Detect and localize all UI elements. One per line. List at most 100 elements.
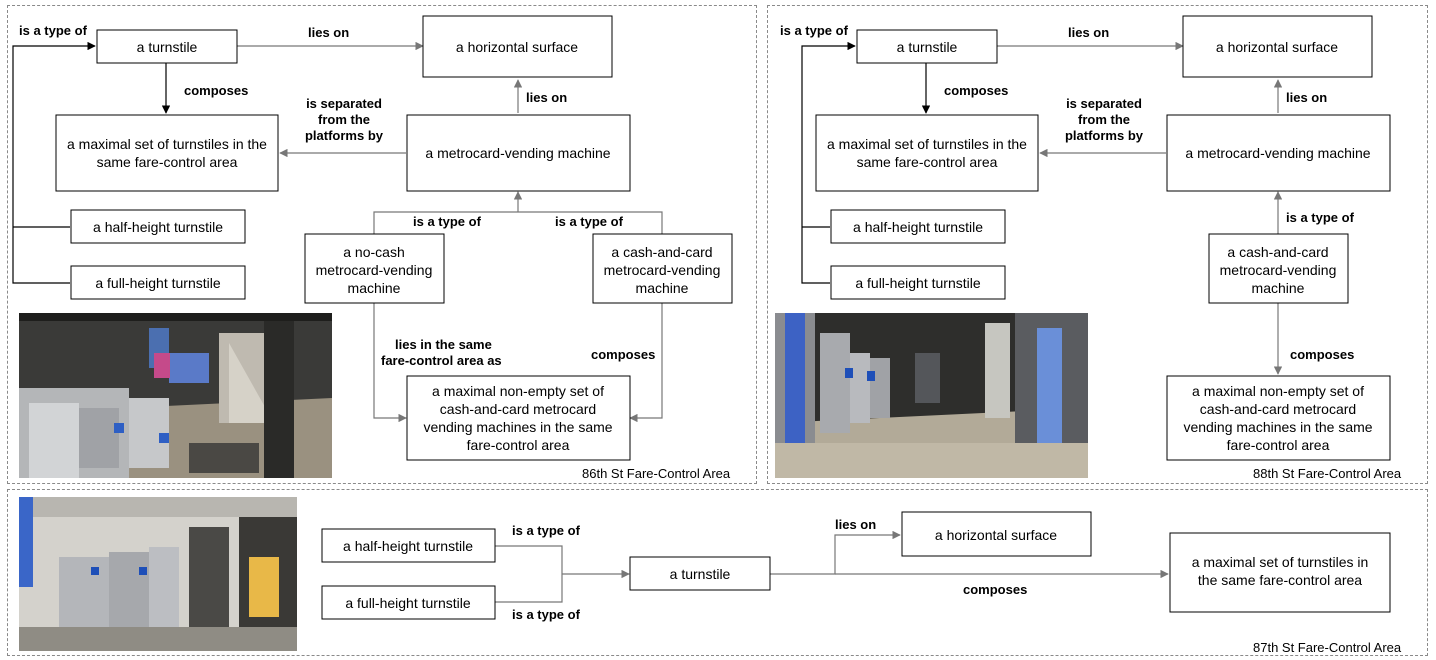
edge-86-full-link [12,227,70,284]
node-86-nonempty-l1: a maximal non-empty set of [432,383,604,399]
label-86-composes-2: composes [591,347,655,362]
label-86-separated: is separated from the platforms by [305,96,384,143]
label-87-type-of-b: is a type of [512,607,581,622]
label-86-same-area-l1: lies in the same [395,337,492,352]
node-88-half-height-text: a half-height turnstile [853,219,983,235]
label-86-is-a-type-of: is a type of [19,23,88,38]
node-88-cash-card-l1: a cash-and-card [1227,244,1328,260]
node-86-nonempty-l3: vending machines in the same [423,419,612,435]
graph-86th: lies on composes is a type of lies on is… [12,15,733,461]
label-88-separated-l2: from the [1078,112,1130,127]
photo-87th-art [19,497,297,651]
node-86-cash-card-machine: a cash-and-card metrocard-vending machin… [592,233,733,304]
edge-86-half-type-of [12,41,96,227]
node-87-full-height: a full-height turnstile [321,585,496,620]
label-86-lies-on-2: lies on [526,90,567,105]
node-88-maximal-set-turnstiles: a maximal set of turnstiles in the same … [815,114,1039,192]
label-86-separated-l1: is separated [306,96,382,111]
label-88-composes-2: composes [1290,347,1354,362]
node-88-horizontal-surface: a horizontal surface [1182,15,1373,78]
node-88-full-height-text: a full-height turnstile [855,275,981,291]
label-87-lies-on: lies on [835,517,876,532]
node-88-maximal-set-l1: a maximal set of turnstiles in the [827,136,1027,152]
node-87-maximal-set-turnstiles: a maximal set of turnstiles in the same … [1169,532,1391,613]
node-88-nonempty-l3: vending machines in the same [1183,419,1372,435]
label-86-same-area-l2: fare-control area as [381,353,502,368]
label-88-lies-on-1: lies on [1068,25,1109,40]
node-87-half-height: a half-height turnstile [321,528,496,563]
node-86-nonempty-l2: cash-and-card metrocard [440,401,596,417]
node-87-turnstile-text: a turnstile [670,566,731,582]
node-86-turnstile: a turnstile [96,29,238,64]
node-88-cash-card-machine: a cash-and-card metrocard-vending machin… [1208,233,1349,304]
panel-87th [7,489,1428,656]
node-86-maximal-set-l2: same fare-control area [97,154,238,170]
photo-86th-station [19,313,332,478]
node-87-half-height-text: a half-height turnstile [343,538,473,554]
node-87-maximal-set-l1: a maximal set of turnstiles in [1192,554,1369,570]
photo-87th-station [19,497,297,651]
node-86-maximal-nonempty-set: a maximal non-empty set of cash-and-card… [406,375,631,461]
caption-87th: 87th St Fare-Control Area [1253,640,1402,655]
node-86-cash-card-l3: machine [636,280,689,296]
node-88-half-height: a half-height turnstile [830,209,1006,244]
label-86-type-of-a: is a type of [413,214,482,229]
node-88-nonempty-l2: cash-and-card metrocard [1200,401,1356,417]
node-87-turnstile: a turnstile [629,556,771,591]
panel-86th [7,5,757,484]
node-88-turnstile-text: a turnstile [897,39,958,55]
label-86-type-of-b: is a type of [555,214,624,229]
node-86-full-height-text: a full-height turnstile [95,275,221,291]
node-86-metrocard-machine-text: a metrocard-vending machine [425,145,610,161]
graph-88th: lies on composes is a type of lies on is… [780,15,1391,461]
photo-88th-art [775,313,1088,478]
label-88-is-a-type-of: is a type of [780,23,849,38]
node-88-turnstile: a turnstile [856,29,998,64]
label-88-separated: is separated from the platforms by [1065,96,1144,143]
node-88-metrocard-machine: a metrocard-vending machine [1166,114,1391,192]
node-88-maximal-nonempty-set: a maximal non-empty set of cash-and-card… [1166,375,1391,461]
caption-88th: 88th St Fare-Control Area [1253,466,1402,481]
edge-86-machine-types [373,192,663,234]
node-88-nonempty-l1: a maximal non-empty set of [1192,383,1364,399]
node-86-no-cash-l3: machine [348,280,401,296]
node-86-full-height: a full-height turnstile [70,265,246,300]
node-86-horizontal-surface-text: a horizontal surface [456,39,578,55]
node-88-metrocard-machine-text: a metrocard-vending machine [1185,145,1370,161]
label-88-separated-l1: is separated [1066,96,1142,111]
label-88-type-of: is a type of [1286,210,1355,225]
node-86-no-cash-machine: a no-cash metrocard-vending machine [304,233,445,304]
node-88-horizontal-surface-text: a horizontal surface [1216,39,1338,55]
edge-86-composes-2 [629,303,663,423]
label-86-separated-l2: from the [318,112,370,127]
node-87-full-height-text: a full-height turnstile [345,595,471,611]
node-87-maximal-set-l2: the same fare-control area [1198,572,1362,588]
node-88-maximal-set-l2: same fare-control area [857,154,998,170]
node-86-maximal-set-turnstiles: a maximal set of turnstiles in the same … [55,114,279,192]
node-86-cash-card-l2: metrocard-vending [604,262,721,278]
label-88-separated-l3: platforms by [1065,128,1144,143]
panel-88th [767,5,1428,484]
photo-88th-station [775,313,1088,478]
node-87-horizontal-surface-text: a horizontal surface [935,527,1057,543]
node-86-horizontal-surface: a horizontal surface [422,15,613,78]
photo-86th-art [19,313,332,478]
label-87-composes: composes [963,582,1027,597]
label-86-separated-l3: platforms by [305,128,384,143]
graph-87th: is a type of is a type of lies on compos… [321,511,1391,622]
edge-88-half-type-of [801,41,856,227]
node-88-nonempty-l4: fare-control area [1227,437,1330,453]
node-88-cash-card-l2: metrocard-vending [1220,262,1337,278]
node-86-half-height-text: a half-height turnstile [93,219,223,235]
label-87-type-of-a: is a type of [512,523,581,538]
edge-88-full-link [801,227,830,284]
node-87-horizontal-surface: a horizontal surface [901,511,1092,557]
node-86-nonempty-l4: fare-control area [467,437,570,453]
node-86-no-cash-l2: metrocard-vending [316,262,433,278]
label-88-composes: composes [944,83,1008,98]
label-86-lies-on-1: lies on [308,25,349,40]
node-88-cash-card-l3: machine [1252,280,1305,296]
node-86-cash-card-l1: a cash-and-card [611,244,712,260]
label-86-composes: composes [184,83,248,98]
